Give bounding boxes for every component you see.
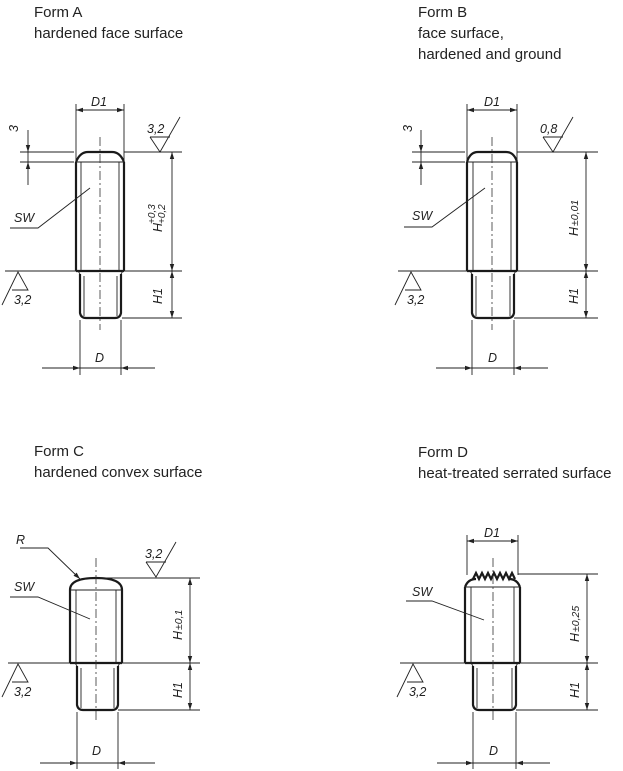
form-a-d-label: D — [95, 351, 104, 365]
form-b-chamfer-dimension — [412, 130, 465, 185]
form-b-height-dimension — [514, 151, 598, 319]
form-a-title: Form A — [34, 4, 83, 21]
form-d-drawing: D1 SW H ±0,25 H1 3,2 D — [396, 526, 598, 769]
form-c-drawing: R 3,2 SW H ±0,1 H1 3,2 D — [1, 533, 200, 769]
form-a-roughness-top-label: 3,2 — [147, 122, 164, 136]
form-c-thread — [75, 666, 120, 712]
form-d-thread-lines — [470, 662, 519, 708]
form-d-description: heat-treated serrated surface — [418, 465, 612, 482]
form-d-d-dimension — [437, 712, 550, 769]
form-b-description-line1: face surface, — [418, 25, 504, 42]
form-a-chamfer-label: 3 — [7, 125, 21, 132]
form-a-thread — [78, 274, 123, 320]
form-c-hex-edges — [70, 589, 122, 663]
form-b-sw-label: SW — [412, 209, 433, 223]
form-a-h-tol-lower: +0,2 — [157, 204, 168, 224]
form-b-chamfer-arrows — [418, 145, 424, 169]
form-a-h1-label: H1 — [151, 288, 165, 304]
form-a-d-dimension — [42, 320, 155, 375]
form-d-h1-label: H1 — [568, 682, 582, 698]
form-d-height-dimension — [516, 573, 598, 711]
form-d-thread — [471, 666, 518, 712]
form-d-h-tol: ±0,25 — [570, 606, 582, 632]
form-a-chamfer-arrows — [25, 145, 31, 169]
form-c-hex-body — [68, 576, 124, 665]
form-b-roughness-top-label: 0,8 — [540, 122, 557, 136]
form-b-description-line2: hardened and ground — [418, 46, 562, 63]
form-a-sw-leader — [10, 187, 91, 229]
form-b-d-label: D — [488, 351, 497, 365]
form-c-roughness-top-label: 3,2 — [145, 547, 162, 561]
form-b-roughness-base-label: 3,2 — [407, 293, 424, 307]
form-d-roughness-base-symbol — [396, 662, 465, 698]
form-c-h-tol: ±0,1 — [173, 610, 185, 630]
form-d-d1-dimension — [466, 535, 519, 575]
form-a-height-dimension — [122, 151, 182, 319]
form-c-d-dimension — [40, 712, 155, 769]
form-b-sw-leader — [404, 187, 486, 228]
form-b-d1-dimension — [466, 104, 518, 160]
form-b-chamfer-label: 3 — [401, 125, 415, 132]
form-a-caption: Form A hardened face surface — [34, 2, 183, 44]
form-d-sw-leader — [406, 600, 485, 621]
form-c-caption: Form C hardened convex surface — [34, 441, 202, 483]
form-b-h-label: H — [567, 226, 581, 236]
form-d-d-label: D — [489, 744, 498, 758]
form-a-hex-body — [74, 150, 126, 273]
form-d-serrated-face — [472, 570, 516, 582]
form-c-sw-label: SW — [14, 580, 35, 594]
form-a-d1-dimension — [75, 104, 125, 160]
form-b-height-arrows — [583, 152, 589, 318]
form-b-d-dimension — [436, 320, 548, 375]
form-c-r-leader — [20, 547, 81, 580]
form-c-r-label: R — [16, 533, 25, 547]
form-d-caption: Form D heat-treated serrated surface — [418, 442, 611, 484]
form-a-roughness-base-label: 3,2 — [14, 293, 31, 307]
form-a-height-arrows — [169, 152, 175, 318]
form-d-h-label: H — [568, 632, 582, 642]
form-b-roughness-base-symbol — [394, 270, 467, 306]
form-b-caption: Form B face surface, hardened and ground — [418, 2, 561, 65]
form-b-drawing: D1 3 0,8 SW H ±0,01 H1 3,2 D — [394, 95, 598, 375]
form-a-h-label: H — [151, 222, 165, 232]
form-b-thread-lines — [469, 270, 517, 316]
form-a-h-tol-upper: +0,3 — [147, 204, 158, 224]
form-d-hex-body — [463, 577, 522, 665]
form-c-thread-lines — [74, 662, 121, 708]
form-c-sw-leader — [10, 596, 91, 620]
form-d-d1-label: D1 — [484, 526, 500, 540]
form-b-title: Form B — [418, 4, 468, 21]
form-b-hex-body — [465, 150, 519, 273]
form-a-description: hardened face surface — [34, 25, 184, 42]
form-c-roughness-top-symbol — [145, 541, 177, 578]
form-b-h-tol: ±0,01 — [569, 200, 581, 226]
form-c-description: hardened convex surface — [34, 464, 203, 481]
form-c-h1-label: H1 — [171, 682, 185, 698]
form-a-d1-label: D1 — [91, 95, 107, 109]
form-d-roughness-base-label: 3,2 — [409, 685, 426, 699]
form-a-drawing: D1 3 3,2 SW H +0,3 +0,2 H1 3,2 D — [1, 95, 182, 375]
form-a-chamfer-dimension — [20, 130, 74, 185]
form-b-thread — [470, 274, 516, 320]
form-b-h1-label: H1 — [567, 288, 581, 304]
form-c-height-dimension — [100, 577, 200, 711]
form-d-sw-label: SW — [412, 585, 433, 599]
form-a-thread-lines — [77, 270, 124, 316]
form-c-roughness-base-symbol — [1, 662, 70, 698]
form-d-title: Form D — [418, 444, 468, 461]
form-b-d1-label: D1 — [484, 95, 500, 109]
form-d-hex-edges — [465, 586, 520, 663]
form-c-d-label: D — [92, 744, 101, 758]
form-c-title: Form C — [34, 443, 84, 460]
form-a-roughness-base-symbol — [1, 270, 76, 306]
form-c-h-label: H — [171, 630, 185, 640]
form-c-roughness-base-label: 3,2 — [14, 685, 31, 699]
form-c-r-arrow — [73, 572, 80, 579]
form-a-sw-label: SW — [14, 211, 35, 225]
